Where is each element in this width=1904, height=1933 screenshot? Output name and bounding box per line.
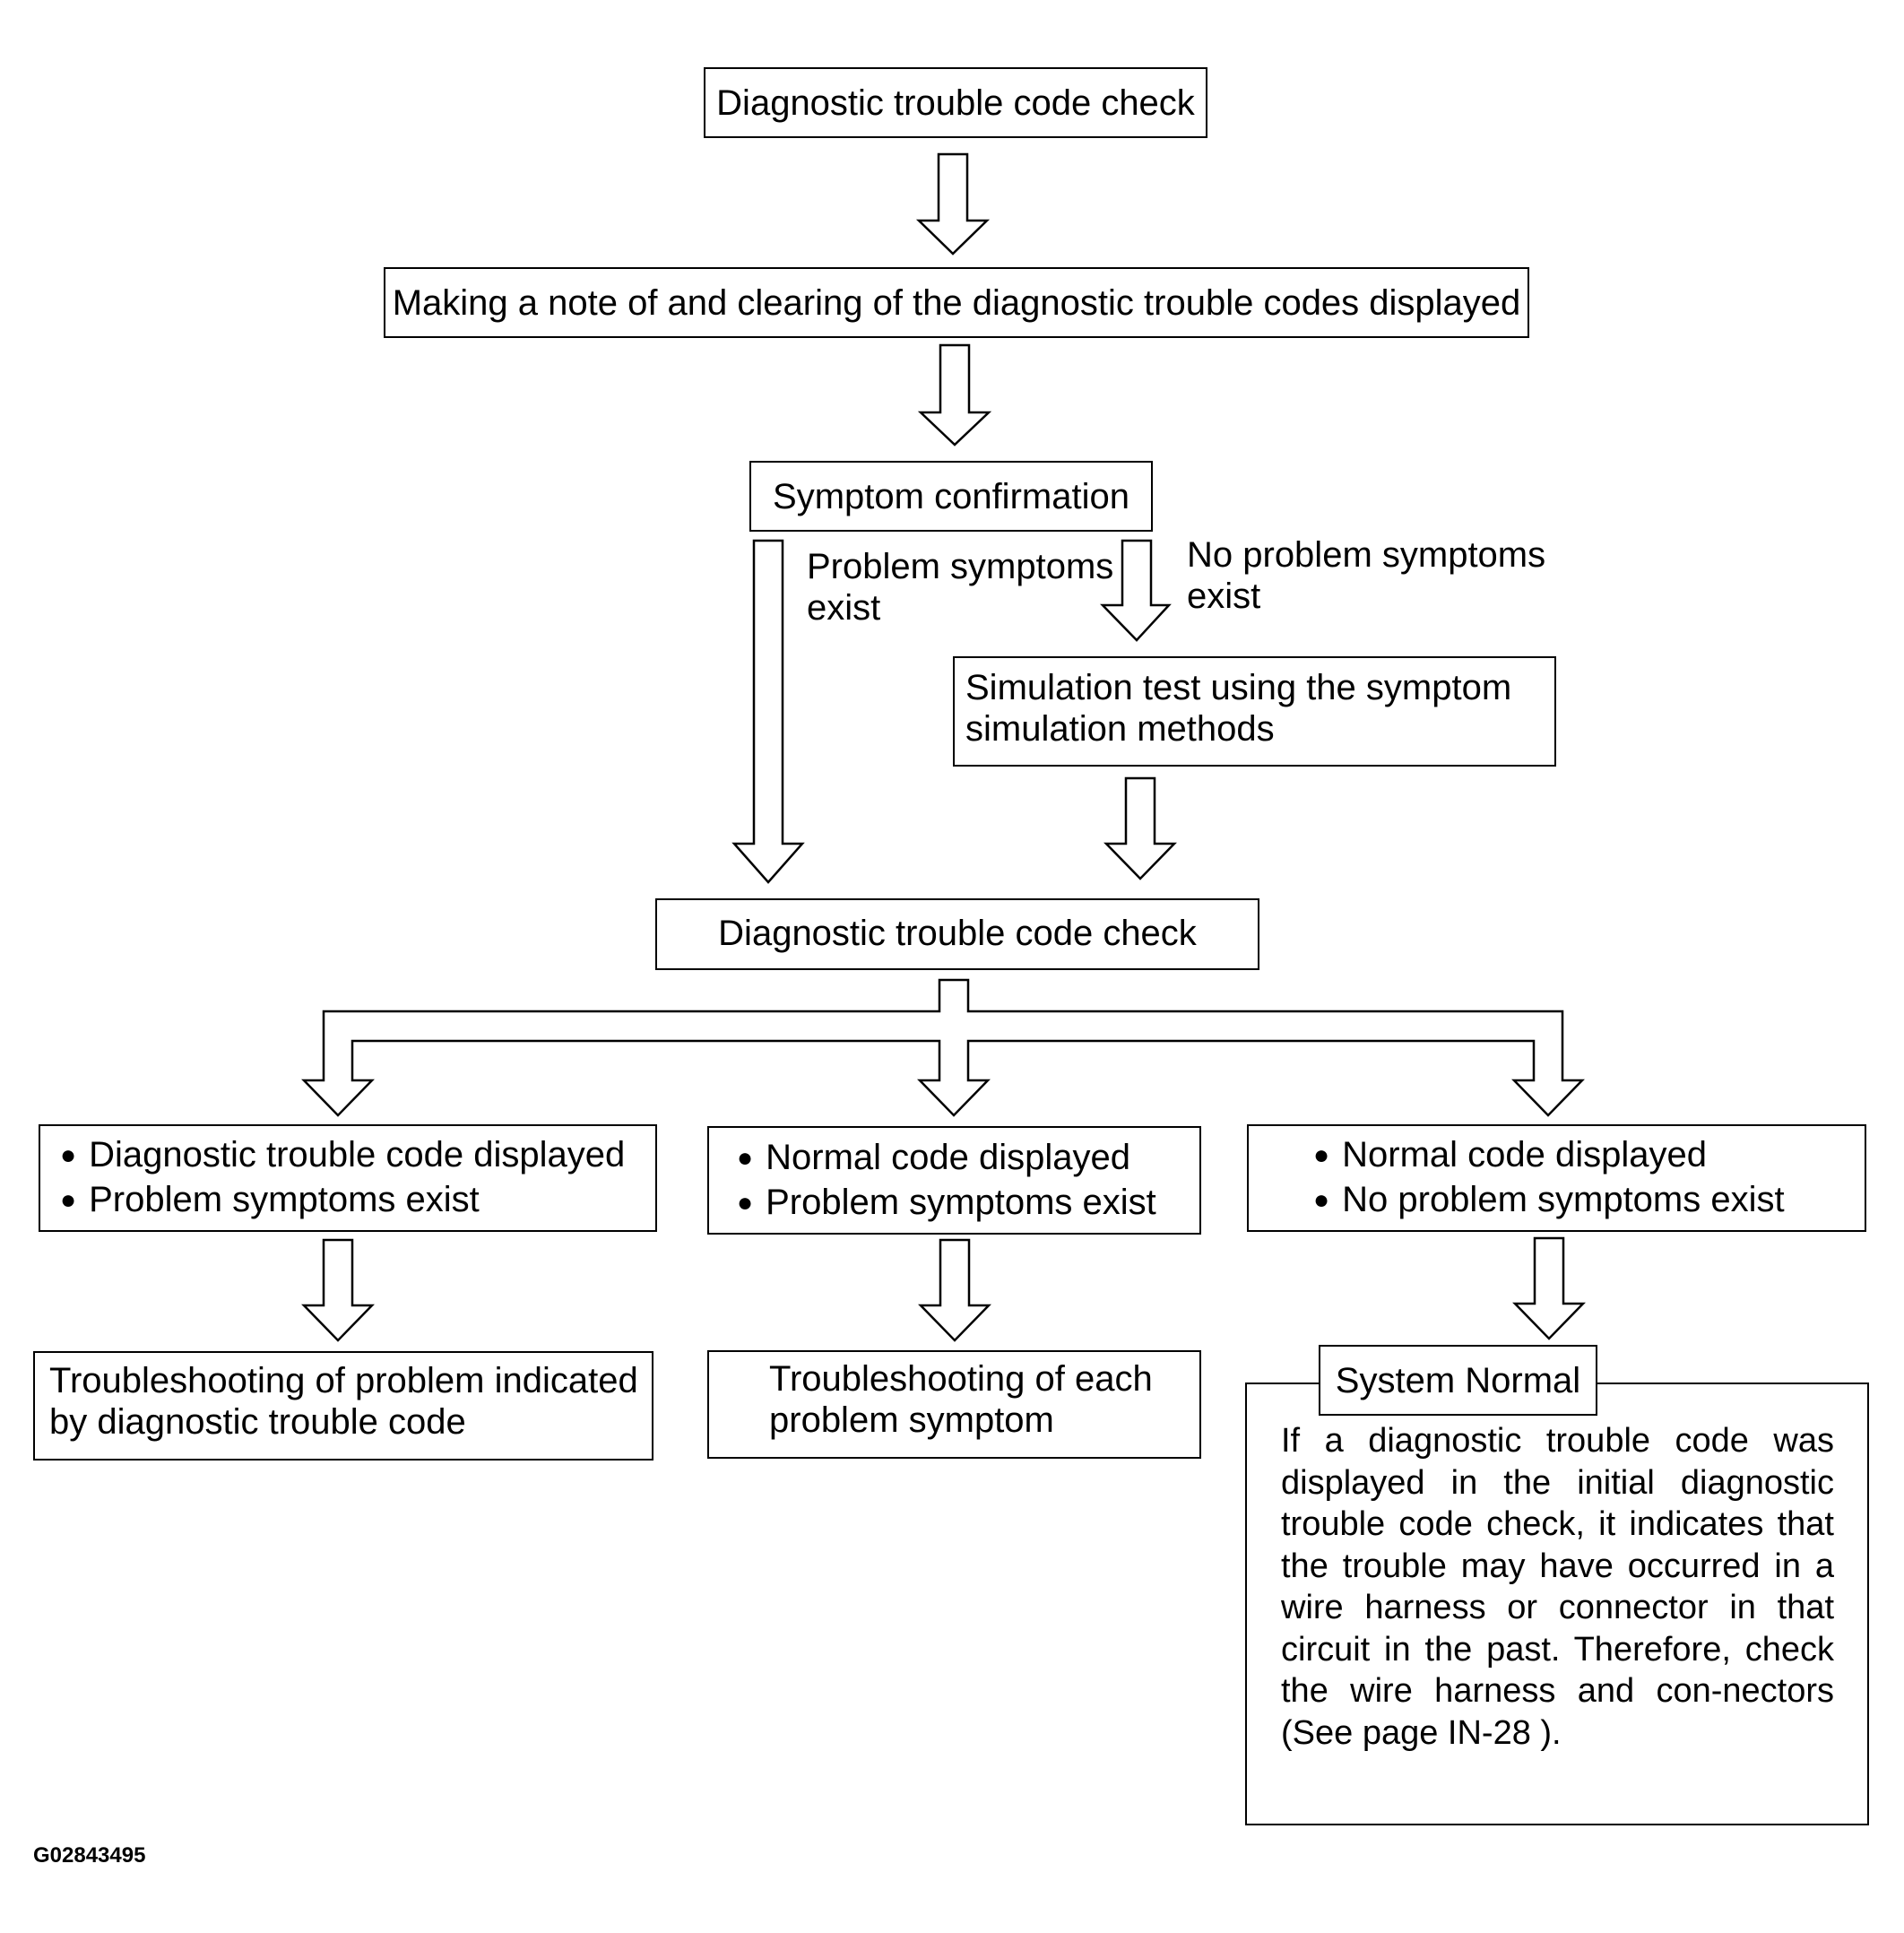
arrow-left-result-to-action (301, 1238, 375, 1342)
problem-symptoms-exist-label: Problem symptoms exist (807, 546, 1113, 628)
system-normal-panel: If a diagnostic trouble code was display… (1245, 1383, 1869, 1825)
problem-symptoms-line-2: exist (807, 588, 881, 628)
simulation-test-label: Simulation test using the symptom simula… (965, 667, 1511, 750)
arrow-simulation-to-dtc (1103, 776, 1177, 880)
figure-id: G02843495 (33, 1843, 146, 1868)
system-normal-body: If a diagnostic trouble code was display… (1281, 1422, 1834, 1752)
dtc-check-initial-box: Diagnostic trouble code check (704, 67, 1207, 138)
result-middle-item-1: Normal code displayed (737, 1137, 1156, 1182)
no-problem-symptoms-exist-label: No problem symptoms exist (1187, 534, 1545, 617)
note-and-clear-label: Making a note of and clearing of the dia… (392, 283, 1521, 323)
result-right-list: Normal code displayed No problem symptom… (1313, 1134, 1785, 1224)
dtc-check-second-box: Diagnostic trouble code check (655, 898, 1259, 970)
result-right-item-2: No problem symptoms exist (1313, 1179, 1784, 1224)
problem-symptoms-line-1: Problem symptoms (807, 547, 1114, 586)
no-problem-symptoms-line-1: No problem symptoms (1187, 535, 1546, 575)
simulation-test-line-1: Simulation test using the symptom (965, 668, 1512, 707)
note-and-clear-box: Making a note of and clearing of the dia… (384, 267, 1529, 338)
system-normal-title: System Normal (1319, 1345, 1597, 1416)
arrow-dtc-branch-split (301, 978, 1585, 1117)
result-middle-item-2: Problem symptoms exist (737, 1182, 1156, 1227)
action-middle-line-2: problem symptom (769, 1400, 1054, 1440)
action-left-box: Troubleshooting of problem indicated by … (33, 1351, 653, 1461)
result-middle-list: Normal code displayed Problem symptoms e… (737, 1137, 1156, 1227)
simulation-test-line-2: simulation methods (965, 709, 1275, 749)
dtc-check-initial-label: Diagnostic trouble code check (716, 83, 1195, 123)
result-left-box: Diagnostic trouble code displayed Proble… (39, 1124, 657, 1232)
result-right-item-1: Normal code displayed (1313, 1134, 1785, 1179)
arrow-dtc-to-note (915, 152, 991, 256)
action-left-line-2: by diagnostic trouble code (49, 1402, 466, 1442)
simulation-test-box: Simulation test using the symptom simula… (953, 656, 1556, 767)
symptom-confirmation-box: Symptom confirmation (749, 461, 1153, 532)
action-middle-label: Troubleshooting of each problem symptom (769, 1358, 1153, 1441)
result-middle-box: Normal code displayed Problem symptoms e… (707, 1126, 1201, 1235)
action-middle-box: Troubleshooting of each problem symptom (707, 1350, 1201, 1459)
arrow-problem-symptoms (731, 539, 805, 884)
result-left-item-2: Problem symptoms exist (60, 1179, 625, 1224)
arrow-no-problem-symptoms (1100, 539, 1172, 642)
action-left-label: Troubleshooting of problem indicated by … (49, 1360, 638, 1443)
arrow-middle-result-to-action (918, 1238, 991, 1342)
arrow-note-to-symptom (917, 343, 992, 446)
action-middle-line-1: Troubleshooting of each (769, 1359, 1153, 1399)
action-left-line-1: Troubleshooting of problem indicated (49, 1361, 638, 1400)
result-left-list: Diagnostic trouble code displayed Proble… (60, 1134, 625, 1224)
result-right-box: Normal code displayed No problem symptom… (1247, 1124, 1866, 1232)
no-problem-symptoms-line-2: exist (1187, 576, 1261, 616)
dtc-check-second-label: Diagnostic trouble code check (718, 914, 1197, 953)
symptom-confirmation-label: Symptom confirmation (773, 477, 1129, 516)
arrow-right-result-to-normal (1512, 1236, 1586, 1340)
result-left-item-1: Diagnostic trouble code displayed (60, 1134, 625, 1179)
